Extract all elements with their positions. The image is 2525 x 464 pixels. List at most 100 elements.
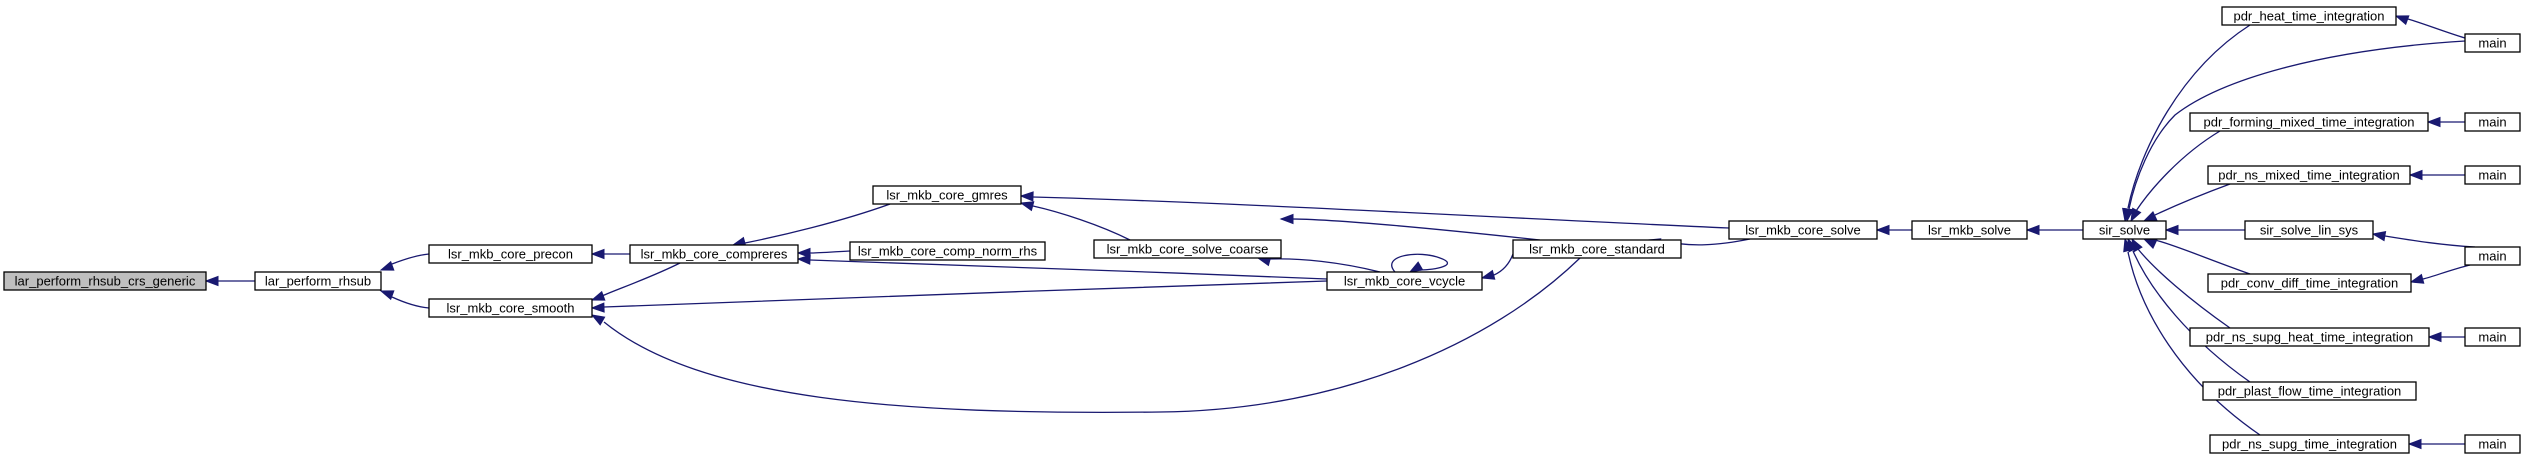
node-box xyxy=(2189,327,2430,347)
edge-lsr_mkb_core_solve_coarse-to-lsr_mkb_core_gmres xyxy=(1032,205,1131,241)
node-lsr_mkb_core_comp_norm_rhs[interactable]: lsr_mkb_core_comp_norm_rhs xyxy=(849,241,1046,261)
edge-lsr_mkb_core_vcycle-to-lsr_mkb_core_compreres xyxy=(809,259,1328,280)
edge-pdr_ns_supg_time_integration-to-sir_solve xyxy=(2127,251,2261,436)
node-sir_solve[interactable]: sir_solve xyxy=(2082,220,2167,240)
edge-main_4-to-sir_solve_lin_sys xyxy=(2384,235,2476,248)
node-lsr_mkb_core_solve[interactable]: lsr_mkb_core_solve xyxy=(1728,220,1878,240)
arrowhead-sir_solve_lin_sys-to-sir_solve xyxy=(2164,224,2179,236)
node-lsr_mkb_core_gmres[interactable]: lsr_mkb_core_gmres xyxy=(872,185,1022,205)
edge-lsr_mkb_core_solve-to-lsr_mkb_core_gmres xyxy=(1032,196,1730,229)
arrowhead-main_5-to-pdr_ns_supg_heat_time_integration xyxy=(2427,331,2442,343)
node-lsr_mkb_core_vcycle[interactable]: lsr_mkb_core_vcycle xyxy=(1326,271,1483,291)
node-box xyxy=(872,185,1022,205)
node-main_4[interactable]: main xyxy=(2464,246,2521,266)
arrowhead-main_3-to-pdr_ns_mixed_time_integration xyxy=(2408,169,2423,181)
arrowhead-lsr_mkb_core_vcycle-to-lsr_mkb_core_vcycle xyxy=(1408,261,1424,273)
node-box xyxy=(2464,112,2521,132)
arrowhead-main_1-to-sir_solve xyxy=(2123,207,2134,223)
node-label: pdr_ns_supg_time_integration xyxy=(2222,437,2397,452)
node-label: pdr_forming_mixed_time_integration xyxy=(2203,115,2414,130)
node-box xyxy=(428,244,593,264)
node-box xyxy=(2221,6,2397,26)
edge-lsr_mkb_core_vcycle-to-lsr_mkb_core_vcycle xyxy=(1391,253,1449,273)
node-box xyxy=(849,241,1046,261)
node-main_2[interactable]: main xyxy=(2464,112,2521,132)
node-box xyxy=(2207,273,2412,293)
arrowhead-lsr_mkb_core_vcycle-to-lsr_mkb_core_compreres xyxy=(796,254,811,265)
node-pdr_ns_supg_time_integration[interactable]: pdr_ns_supg_time_integration xyxy=(2209,434,2410,454)
node-box xyxy=(3,271,207,291)
arrowhead-lsr_mkb_core_solve-to-lsr_mkb_core_gmres xyxy=(1019,191,1034,202)
edge-lsr_mkb_core_gmres-to-lsr_mkb_core_compreres xyxy=(744,203,891,244)
edge-lsr_mkb_core_compreres-to-lsr_mkb_core_smooth xyxy=(601,262,681,297)
node-box xyxy=(629,244,799,264)
node-box xyxy=(1512,239,1682,259)
node-lsr_mkb_core_smooth[interactable]: lsr_mkb_core_smooth xyxy=(428,298,593,318)
arrowhead-sir_solve-to-lsr_mkb_solve xyxy=(2025,224,2040,236)
arrowhead-lsr_mkb_core_compreres-to-lsr_mkb_core_smooth xyxy=(590,290,606,301)
node-lsr_mkb_core_precon[interactable]: lsr_mkb_core_precon xyxy=(428,244,593,264)
node-main_3[interactable]: main xyxy=(2464,165,2521,185)
node-label: main xyxy=(2478,330,2506,345)
node-box xyxy=(1911,220,2028,240)
node-box xyxy=(2202,381,2417,401)
node-box xyxy=(1728,220,1878,240)
node-label: lsr_mkb_core_smooth xyxy=(447,301,575,316)
node-lar_perform_rhsub_crs_generic[interactable]: lar_perform_rhsub_crs_generic xyxy=(3,271,207,291)
node-main_5[interactable]: main xyxy=(2464,327,2521,347)
node-lsr_mkb_solve[interactable]: lsr_mkb_solve xyxy=(1911,220,2028,240)
node-pdr_forming_mixed_time_integration[interactable]: pdr_forming_mixed_time_integration xyxy=(2189,112,2429,132)
edge-pdr_forming_mixed_time_integration-to-sir_solve xyxy=(2135,130,2221,212)
arrowhead-pdr_conv_diff_time_integration-to-sir_solve xyxy=(2142,238,2158,250)
node-pdr_conv_diff_time_integration[interactable]: pdr_conv_diff_time_integration xyxy=(2207,273,2412,293)
node-box xyxy=(2464,246,2521,266)
node-label: main xyxy=(2478,437,2506,452)
node-box xyxy=(1093,239,1282,259)
node-lsr_mkb_core_compreres[interactable]: lsr_mkb_core_compreres xyxy=(629,244,799,264)
node-box xyxy=(2464,434,2521,454)
edges-layer xyxy=(204,15,2476,450)
arrowhead-lsr_mkb_core_compreres-to-lsr_mkb_core_precon xyxy=(590,248,605,260)
node-label: sir_solve xyxy=(2099,223,2150,238)
arrowhead-lsr_mkb_core_solve_coarse-to-lsr_mkb_core_gmres xyxy=(1019,201,1035,212)
edge-lsr_mkb_core_vcycle-to-lsr_mkb_core_smooth xyxy=(603,280,1328,308)
node-pdr_heat_time_integration[interactable]: pdr_heat_time_integration xyxy=(2221,6,2397,26)
arrowhead-lsr_mkb_core_standard-to-lsr_mkb_core_solve_coarse xyxy=(1279,213,1294,225)
node-lar_perform_rhsub[interactable]: lar_perform_rhsub xyxy=(254,271,382,291)
arrowhead-main_6-to-pdr_ns_supg_time_integration xyxy=(2407,438,2422,450)
node-main_1[interactable]: main xyxy=(2464,33,2521,53)
arrowhead-lsr_mkb_core_standard-to-lsr_mkb_core_vcycle xyxy=(1480,269,1496,280)
edge-main_1-to-pdr_heat_time_integration xyxy=(2407,18,2466,39)
node-box xyxy=(2207,165,2411,185)
edge-pdr_ns_supg_heat_time_integration-to-sir_solve xyxy=(2137,248,2231,329)
node-box xyxy=(2464,33,2521,53)
arrowhead-pdr_ns_mixed_time_integration-to-sir_solve xyxy=(2142,210,2158,222)
node-label: lsr_mkb_solve xyxy=(1928,223,2011,238)
edge-lsr_mkb_core_smooth-to-lar_perform_rhsub xyxy=(391,296,430,309)
node-pdr_plast_flow_time_integration[interactable]: pdr_plast_flow_time_integration xyxy=(2202,381,2417,401)
edge-lsr_mkb_core_standard-to-lsr_mkb_core_solve_coarse xyxy=(1280,218,1541,241)
node-box xyxy=(2189,112,2429,132)
edge-lsr_mkb_core_comp_norm_rhs-to-lsr_mkb_core_compreres xyxy=(809,250,851,254)
edge-pdr_heat_time_integration-to-sir_solve xyxy=(2127,24,2251,209)
node-pdr_ns_mixed_time_integration[interactable]: pdr_ns_mixed_time_integration xyxy=(2207,165,2411,185)
node-label: pdr_ns_supg_heat_time_integration xyxy=(2206,330,2413,345)
node-lsr_mkb_core_solve_coarse[interactable]: lsr_mkb_core_solve_coarse xyxy=(1093,239,1282,259)
node-box xyxy=(2464,165,2521,185)
arrowhead-lsr_mkb_core_vcycle-to-lsr_mkb_core_smooth xyxy=(590,302,605,313)
node-box xyxy=(1326,271,1483,291)
node-main_6[interactable]: main xyxy=(2464,434,2521,454)
edge-pdr_plast_flow_time_integration-to-sir_solve xyxy=(2132,250,2251,383)
node-pdr_ns_supg_heat_time_integration[interactable]: pdr_ns_supg_heat_time_integration xyxy=(2189,327,2430,347)
node-box xyxy=(2082,220,2167,240)
node-label: lsr_mkb_core_gmres xyxy=(886,188,1008,203)
node-sir_solve_lin_sys[interactable]: sir_solve_lin_sys xyxy=(2244,220,2374,240)
node-label: lsr_mkb_core_solve xyxy=(1745,223,1861,238)
node-box xyxy=(254,271,382,291)
node-label: lsr_mkb_core_precon xyxy=(448,247,573,262)
node-lsr_mkb_core_standard[interactable]: lsr_mkb_core_standard xyxy=(1512,239,1682,259)
arrowhead-main_4-to-pdr_conv_diff_time_integration xyxy=(2409,273,2425,284)
edge-pdr_ns_mixed_time_integration-to-sir_solve xyxy=(2154,183,2231,216)
node-label: pdr_plast_flow_time_integration xyxy=(2218,384,2402,399)
